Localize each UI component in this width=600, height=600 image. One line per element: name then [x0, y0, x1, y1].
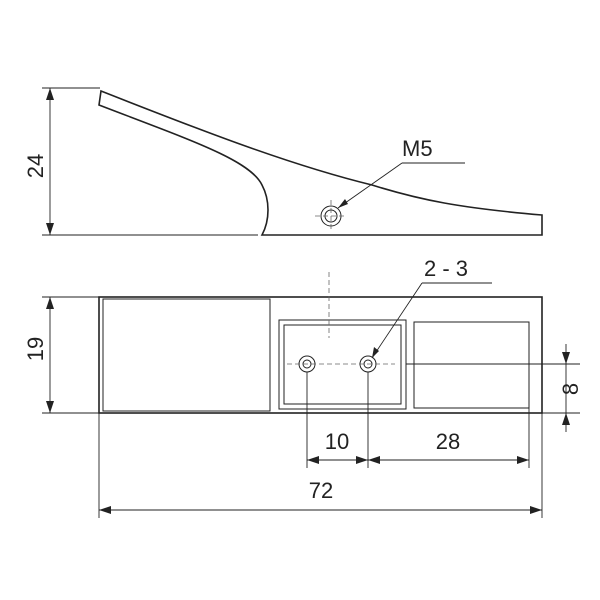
right-pocket — [413, 321, 530, 409]
hole-note-leader — [371, 282, 423, 359]
side-view: M5 24 — [23, 87, 543, 236]
width-small-label: 8 — [558, 383, 583, 395]
thread-label: M5 — [402, 136, 433, 161]
length-total-label: 72 — [309, 478, 333, 503]
m5-leader-line — [337, 162, 403, 209]
left-panel — [102, 298, 271, 412]
hole-note-label: 2 - 3 — [424, 256, 468, 281]
hole-spacing-label: 10 — [325, 429, 349, 454]
middle-pocket-outer — [278, 319, 407, 410]
top-outline — [98, 296, 543, 414]
top-view: 2 - 3 19 8 10 28 72 — [23, 256, 583, 518]
middle-pocket-inner — [283, 324, 402, 405]
offset-label: 28 — [436, 429, 460, 454]
side-profile — [98, 89, 543, 236]
height-top-label: 19 — [23, 337, 48, 361]
height-side-label: 24 — [23, 154, 48, 178]
